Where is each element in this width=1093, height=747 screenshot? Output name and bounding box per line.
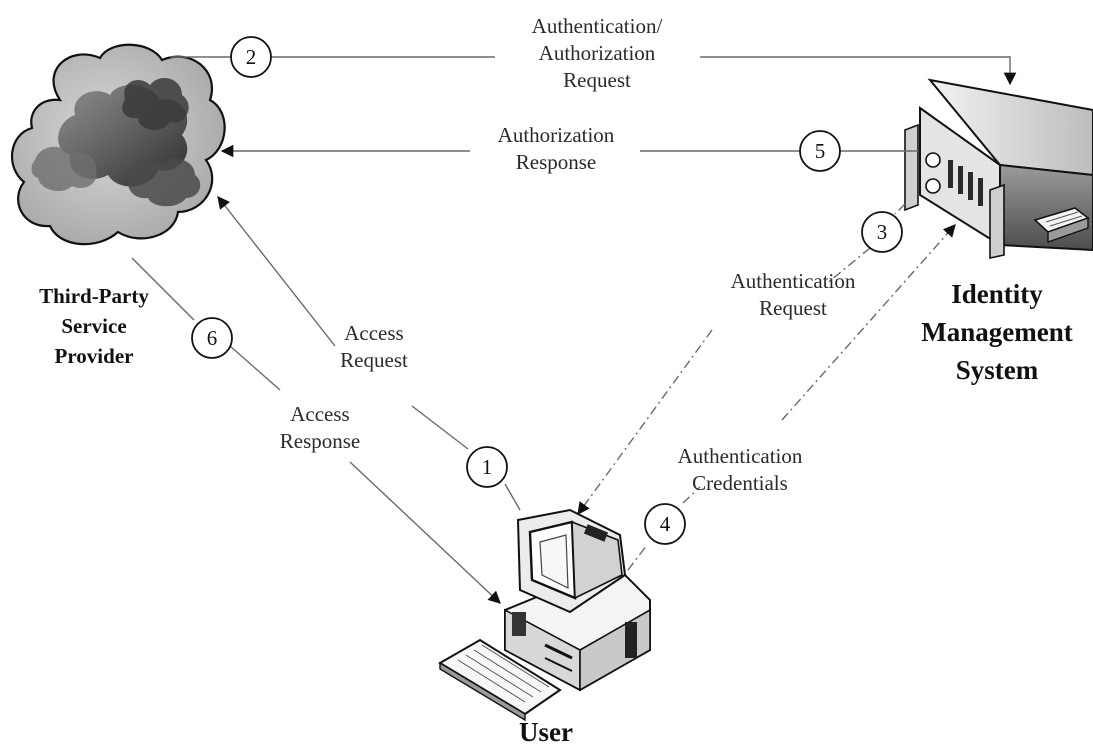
svg-text:Access: Access	[290, 402, 349, 426]
svg-text:Request: Request	[759, 296, 827, 320]
arrow-step-3	[577, 203, 906, 516]
svg-text:3: 3	[877, 220, 888, 244]
step-badge-6: 6	[191, 317, 233, 359]
svg-text:Management: Management	[921, 317, 1072, 347]
arrow-step-4	[627, 224, 956, 571]
svg-text:1: 1	[482, 455, 493, 479]
step-label-4: Authentication Credentials	[678, 444, 803, 495]
step-badge-3: 3	[861, 211, 903, 253]
step-badge-1: 1	[466, 446, 508, 488]
svg-text:Identity: Identity	[951, 279, 1043, 309]
svg-text:Authentication/: Authentication/	[532, 14, 663, 38]
svg-text:Provider: Provider	[55, 344, 134, 368]
step-badge-2: 2	[230, 36, 272, 78]
svg-text:5: 5	[815, 139, 826, 163]
step-badge-4: 4	[644, 503, 686, 545]
svg-text:Request: Request	[563, 68, 631, 92]
server-icon	[904, 78, 1093, 259]
arrow-step-1	[217, 196, 521, 511]
step-label-6: Access Response	[280, 402, 361, 453]
svg-text:Authorization: Authorization	[539, 41, 656, 65]
user-label: User	[519, 717, 573, 747]
svg-text:Credentials: Credentials	[692, 471, 788, 495]
identity-system-label: Identity Management System	[921, 279, 1072, 385]
svg-text:Authorization: Authorization	[498, 123, 615, 147]
svg-text:System: System	[956, 355, 1039, 385]
svg-text:Authentication: Authentication	[731, 269, 856, 293]
svg-text:4: 4	[660, 512, 671, 536]
step-badge-5: 5	[799, 130, 841, 172]
step-label-2: Authentication/ Authorization Request	[532, 14, 663, 92]
service-provider-label: Third-Party Service Provider	[39, 284, 149, 368]
svg-text:Third-Party: Third-Party	[39, 284, 149, 308]
computer-icon	[438, 508, 651, 722]
svg-text:2: 2	[246, 45, 257, 69]
svg-text:6: 6	[207, 326, 218, 350]
arrow-step-2	[170, 56, 1017, 86]
arrow-step-6	[131, 257, 501, 604]
step-label-5: Authorization Response	[498, 123, 615, 174]
svg-text:Response: Response	[516, 150, 597, 174]
svg-text:Authentication: Authentication	[678, 444, 803, 468]
svg-text:Request: Request	[340, 348, 408, 372]
svg-text:Service: Service	[61, 314, 126, 338]
cloud-icon	[10, 43, 226, 246]
step-label-3: Authentication Request	[731, 269, 856, 320]
svg-text:Response: Response	[280, 429, 361, 453]
step-label-1: Access Request	[340, 321, 408, 372]
svg-text:Access: Access	[344, 321, 403, 345]
